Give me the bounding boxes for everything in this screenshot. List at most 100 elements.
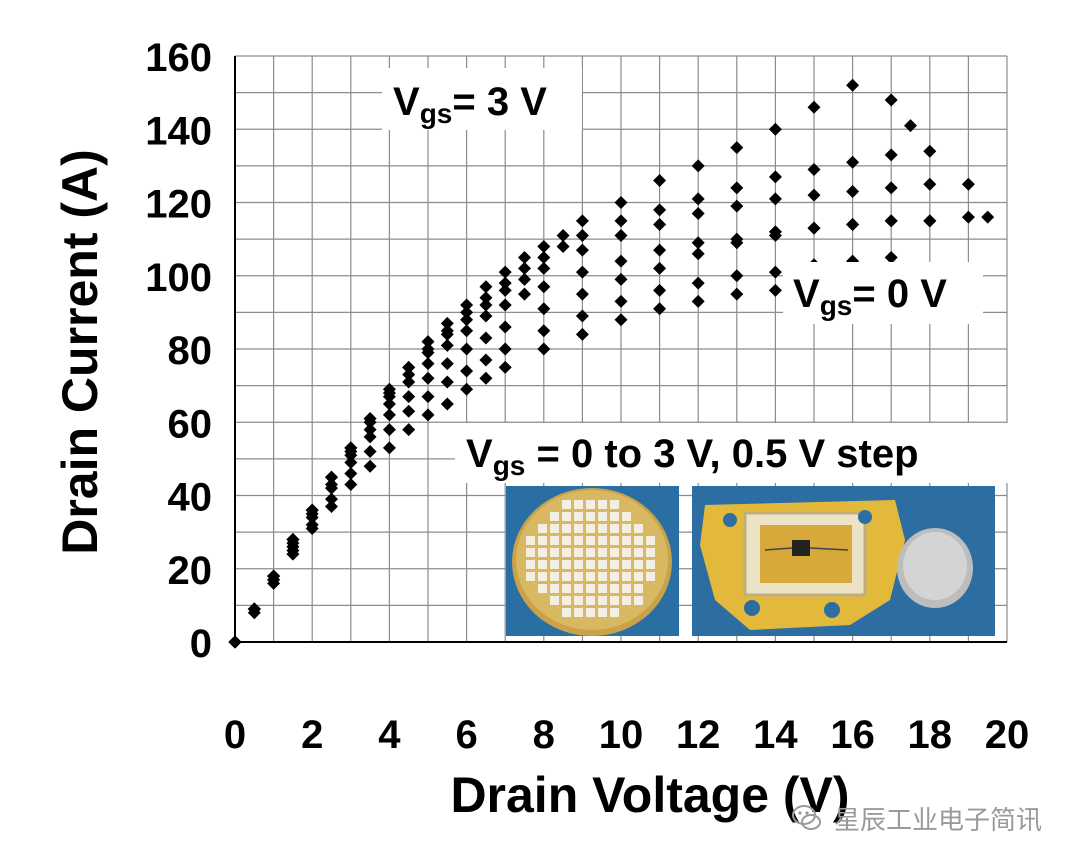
wafer-die [610,500,619,509]
y-tick-label: 0 [190,622,212,666]
annotation-subscript: gs [820,290,853,321]
wafer-die [598,548,607,557]
annotation-text: Vgs = 0 to 3 V, 0.5 V step [466,432,919,481]
data-point [691,276,705,290]
data-point [904,119,917,133]
data-point [363,445,377,459]
data-points [228,78,995,649]
wafer-die [574,536,583,545]
data-point [421,346,435,360]
data-point [421,371,435,385]
x-axis-label: Drain Voltage (V) [450,767,849,823]
wafer-die [610,572,619,581]
wafer-die [646,548,655,557]
watermark-text: 星辰工业电子简讯 [834,805,1043,836]
data-point [247,606,261,620]
data-point [923,214,937,228]
data-point [421,335,435,349]
data-point [382,397,396,411]
wafer-die [586,548,595,557]
data-point [730,181,744,195]
y-tick-label: 140 [145,109,212,153]
wafer-die [598,584,607,593]
data-point [537,239,551,253]
data-point [498,265,512,279]
data-point [440,397,454,411]
wafer-die [562,548,571,557]
wafer-die [610,548,619,557]
data-point [479,371,493,385]
wafer-die [538,572,547,581]
annotation-vgs-range: Vgs = 0 to 3 V, 0.5 V step [455,423,1008,483]
data-point [344,478,358,492]
data-point [440,327,454,341]
data-point [923,144,937,158]
annotation-main: V [393,80,420,124]
wafer-die [562,572,571,581]
data-point [363,430,377,444]
wechat-icon [792,805,821,830]
data-point [479,298,493,312]
annotation-vgs-3v: Vgs= 3 V [382,68,582,130]
wafer-die [574,596,583,605]
wafer-die [574,500,583,509]
wafer-die [574,584,583,593]
data-point [363,459,377,473]
data-point [691,294,705,308]
data-point [846,217,860,231]
data-point [575,265,589,279]
wafer-die [574,572,583,581]
wafer-die [550,560,559,569]
data-point [768,122,782,136]
annotation-rest: = 0 to 3 V, 0.5 V step [525,432,918,476]
data-point [537,342,551,356]
data-point [691,192,705,206]
data-point [730,236,744,250]
x-tick-label: 18 [908,713,953,757]
annotation-text: Vgs= 3 V [393,80,547,129]
wafer-die [598,500,607,509]
wafer-die [550,536,559,545]
wafer-die [550,596,559,605]
bond-wire [764,547,793,551]
data-point [498,283,512,297]
data-point [228,635,242,649]
data-point [884,93,898,107]
data-point [653,261,667,275]
y-tick-label: 60 [168,402,213,446]
wafer-die [562,512,571,521]
wafer-die [634,548,643,557]
data-point [479,309,493,323]
y-tick-label: 120 [145,183,212,227]
x-tick-label: 2 [301,713,323,757]
data-point [421,408,435,422]
data-point [518,287,531,301]
data-point [421,390,435,404]
wafer-die [646,536,655,545]
data-point [460,342,474,356]
data-point [460,313,474,327]
wafer-die [622,584,631,593]
x-tick-label: 14 [753,713,798,757]
wafer-die [538,536,547,545]
wafer-dies [526,500,655,617]
wafer-die [598,524,607,533]
data-point [556,228,570,242]
data-point [653,203,667,217]
data-point [884,148,898,162]
data-point [498,276,512,290]
data-point [961,177,975,191]
mount-hole [858,510,872,524]
wafer-die [550,584,559,593]
wafer-die [562,584,571,593]
wafer-photo [506,486,679,636]
wafer-die [562,596,571,605]
data-point [382,408,396,422]
wafer-die [562,560,571,569]
wafer-die [634,596,643,605]
y-tick-label: 80 [168,329,213,373]
data-point [421,357,435,371]
wafer-die [550,512,559,521]
